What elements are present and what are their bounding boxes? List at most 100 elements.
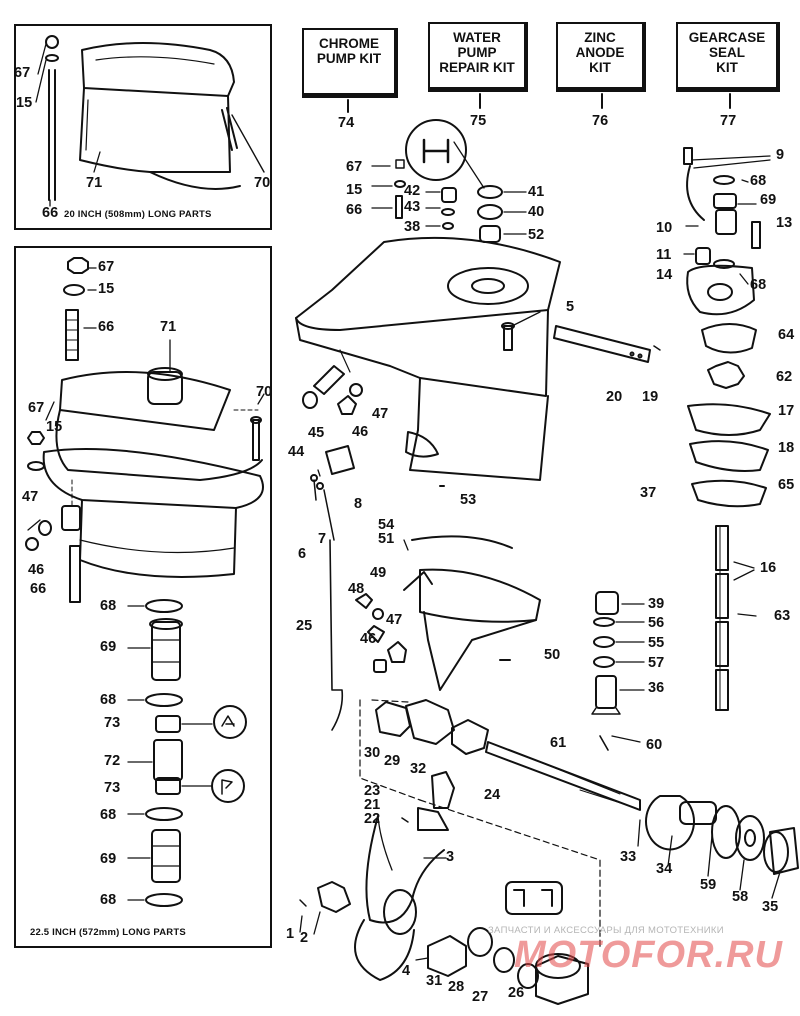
part-label-66-left: 66 [30, 581, 47, 597]
lower-gearcase [329, 535, 541, 731]
part-label-44: 44 [288, 444, 305, 460]
gearcase-housing [295, 236, 561, 481]
part-label-68-e: 68 [750, 173, 767, 189]
kit-number-76: 76 [592, 113, 609, 129]
kit-box-chrome-pump: CHROME PUMP KIT [302, 28, 398, 98]
gear-train [375, 699, 799, 899]
part-label-67-left: 67 [28, 400, 45, 416]
part-label-25: 25 [296, 618, 313, 634]
part-label-73-a: 73 [104, 715, 121, 731]
exhaust-housing-20in [79, 42, 241, 190]
part-label-33: 33 [620, 849, 637, 865]
watermark-tagline: ЗАПЧАСТИ И АКСЕССУАРЫ ДЛЯ МОТОТЕХНИКИ [488, 925, 724, 936]
kit-box-gearcase-seal: GEARCASE SEAL KIT [676, 22, 780, 92]
part-label-15-bottom: 15 [98, 281, 115, 297]
kit-line: ZINC [584, 30, 616, 45]
kit-box-water-pump: WATER PUMP REPAIR KIT [428, 22, 528, 92]
anode-plate [553, 325, 661, 363]
part-label-8: 8 [354, 496, 363, 512]
part-label-67-bottom: 67 [98, 259, 115, 275]
part-label-66-center: 66 [346, 202, 363, 218]
part-label-68-a: 68 [100, 598, 117, 614]
watermark-logo: MOTOFOR.RU [514, 934, 783, 976]
part-label-41: 41 [528, 184, 545, 200]
part-label-55: 55 [648, 635, 665, 651]
kit-line: REPAIR KIT [439, 60, 515, 75]
part-label-35: 35 [762, 899, 779, 915]
propeller-assembly [299, 815, 589, 1005]
part-label-47-gearcase: 47 [372, 406, 389, 422]
part-label-59: 59 [700, 877, 717, 893]
kit-line: KIT [716, 60, 738, 75]
panel-22-5-inch-caption: 22.5 INCH (572mm) LONG PARTS [30, 927, 186, 938]
part-label-14: 14 [656, 267, 673, 283]
part-label-68-c: 68 [100, 807, 117, 823]
part-label-11: 11 [656, 247, 672, 263]
part-label-3: 3 [446, 849, 455, 865]
part-label-15-center: 15 [346, 182, 363, 198]
part-label-68-d: 68 [100, 892, 117, 908]
part-label-67-center: 67 [346, 159, 363, 175]
part-label-43: 43 [404, 199, 421, 215]
kit-line: GEARCASE [688, 30, 766, 45]
part-label-30: 30 [364, 745, 381, 761]
part-label-19: 19 [642, 389, 659, 405]
part-label-17: 17 [778, 403, 795, 419]
part-label-48: 48 [348, 581, 365, 597]
kit-line: PUMP KIT [316, 51, 382, 66]
part-label-29: 29 [384, 753, 401, 769]
part-label-5: 5 [566, 299, 575, 315]
part-label-13: 13 [776, 215, 793, 231]
part-label-36: 36 [648, 680, 665, 696]
part-label-56: 56 [648, 615, 665, 631]
left-side-fasteners-22in [25, 401, 81, 603]
part-label-21: 21 [364, 797, 381, 813]
part-label-42: 42 [404, 183, 421, 199]
part-label-61: 61 [550, 735, 567, 751]
part-label-73-b: 73 [104, 780, 121, 796]
gearcase-small-parts [302, 311, 541, 541]
leader-lines-top-panel [35, 43, 101, 207]
part-label-68-b: 68 [100, 692, 117, 708]
part-label-62: 62 [776, 369, 793, 385]
drive-shaft-tube-stack [127, 599, 247, 907]
part-label-66-bottom: 66 [98, 319, 115, 335]
kit-line: CHROME [319, 36, 379, 51]
part-label-65: 65 [778, 477, 795, 493]
part-label-15-left: 15 [46, 419, 63, 435]
kit-number-74: 74 [338, 115, 355, 131]
stud-and-nut-20in [45, 35, 59, 201]
part-label-46-left: 46 [28, 562, 45, 578]
part-label-47-lower: 47 [386, 612, 403, 628]
part-label-67-top: 67 [14, 65, 31, 81]
part-label-53: 53 [460, 492, 477, 508]
part-label-32: 32 [410, 761, 427, 777]
kit-line: SEAL [708, 45, 745, 60]
part-label-69-c: 69 [760, 192, 777, 208]
panel-22-5-inch-parts [14, 246, 272, 948]
kit-line: ANODE [575, 45, 625, 60]
part-label-63: 63 [774, 608, 791, 624]
part-label-1: 1 [286, 926, 295, 942]
kit-number-77: 77 [720, 113, 737, 129]
bolt-22in [233, 393, 265, 461]
part-label-2: 2 [300, 930, 309, 946]
part-label-31: 31 [426, 973, 443, 989]
part-label-51: 51 [378, 531, 395, 547]
part-label-70-top: 70 [254, 175, 271, 191]
part-label-68-f: 68 [750, 277, 767, 293]
part-label-15-top: 15 [16, 95, 33, 111]
part-label-37: 37 [640, 485, 657, 501]
part-label-71-top: 71 [86, 175, 103, 191]
water-pump-parts [371, 119, 527, 243]
part-label-38: 38 [404, 219, 421, 235]
part-label-70-bottom: 70 [256, 384, 273, 400]
part-label-26: 26 [508, 985, 525, 1001]
part-label-57: 57 [648, 655, 665, 671]
part-label-71-bottom: 71 [160, 319, 177, 335]
part-label-69-b: 69 [100, 851, 117, 867]
stud-nut-22in [63, 257, 97, 361]
right-pump-components [683, 147, 771, 711]
